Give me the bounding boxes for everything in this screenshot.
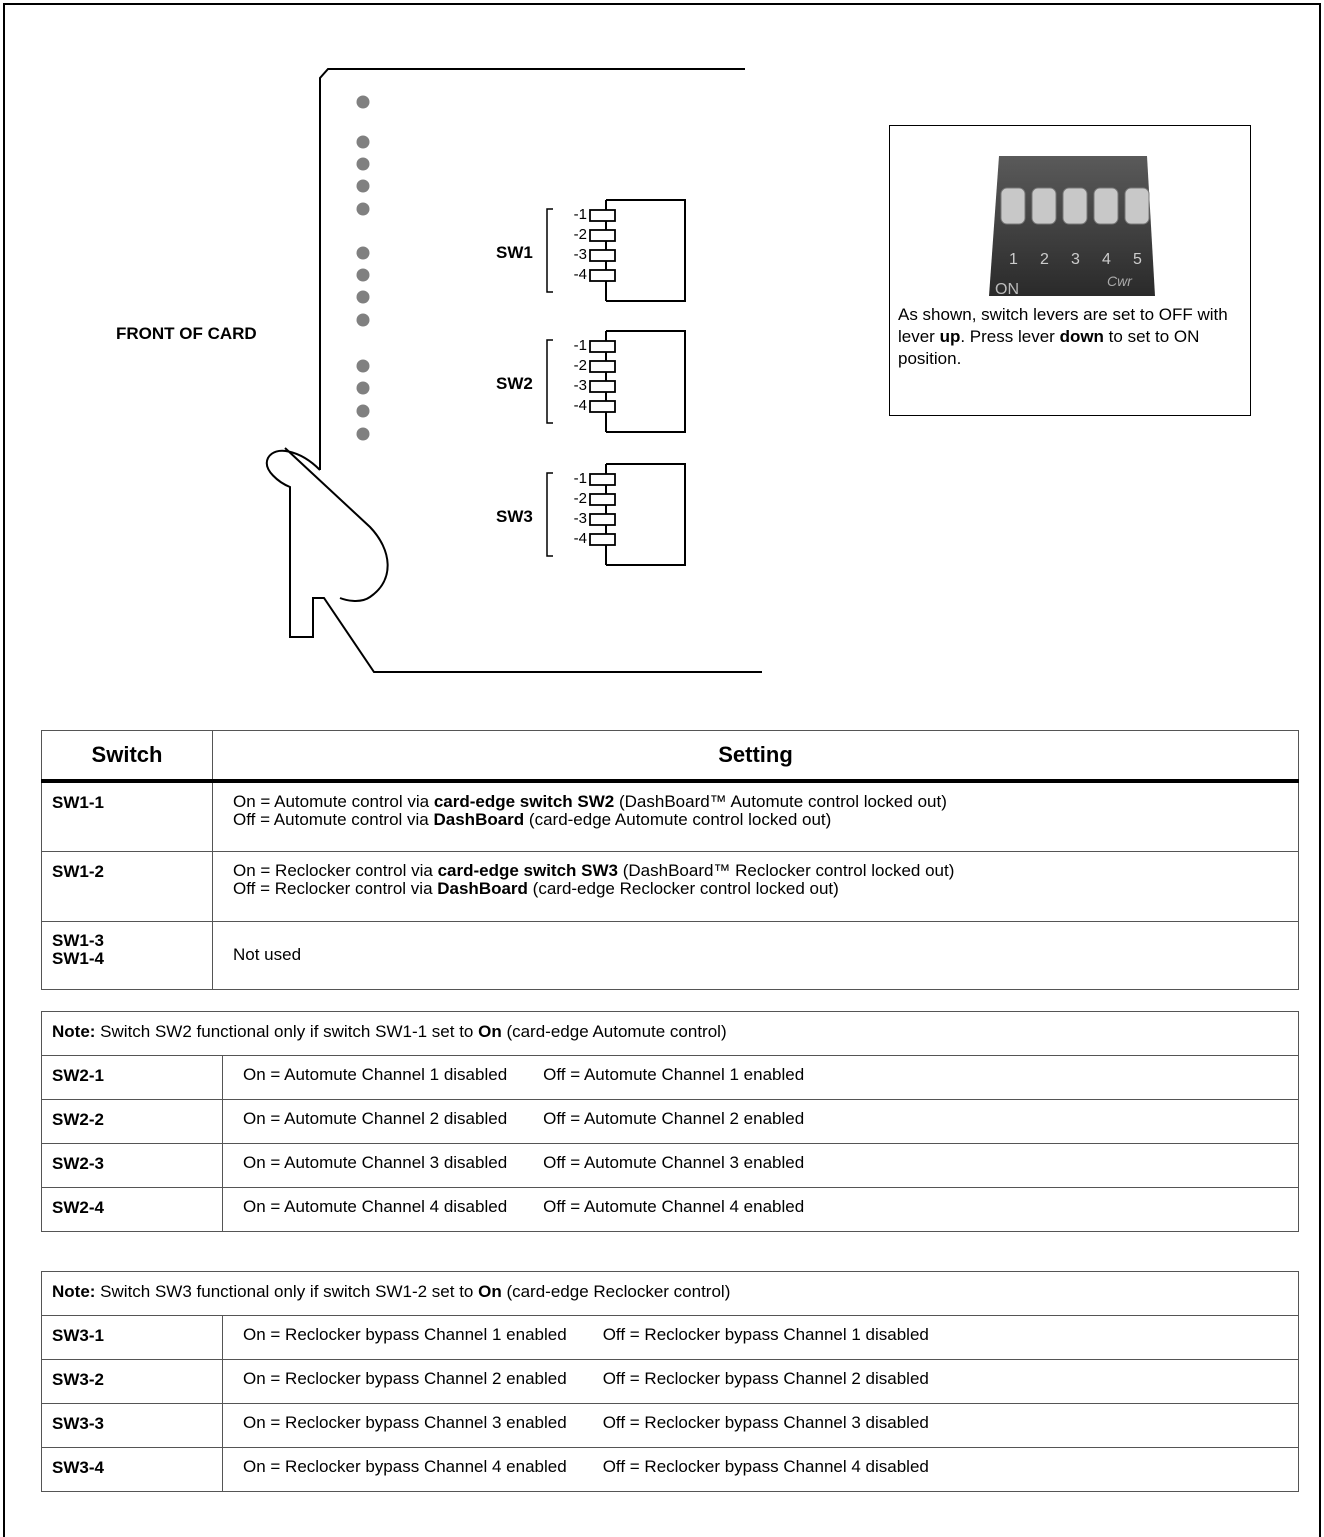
led: [356, 290, 370, 304]
note-row: Note: Switch SW2 functional only if swit…: [41, 1011, 1299, 1056]
switch-lever: [589, 400, 616, 413]
led: [356, 359, 370, 373]
switch-position-label: -3: [573, 510, 587, 527]
led: [356, 95, 370, 109]
table-row: SW3-3 On = Reclocker bypass Channel 3 en…: [41, 1403, 1299, 1448]
dip-brand-text: Cwr: [1107, 273, 1133, 289]
switch-lever: [589, 473, 616, 486]
switch-position-label: -2: [573, 357, 587, 374]
switch-name-label: SW1: [496, 243, 533, 262]
sw1-settings-table: Switch Setting SW1-1 On = Automute contr…: [41, 730, 1299, 990]
switch-position-label: -4: [573, 397, 587, 414]
switch-bracket: [546, 339, 553, 424]
led: [356, 246, 370, 260]
switch-lever: [589, 493, 616, 506]
card-ejector: [265, 449, 762, 673]
switch-position-label: -1: [573, 337, 587, 354]
page-frame: [3, 3, 1321, 1537]
dip-number: 1: [1009, 251, 1018, 268]
led: [356, 381, 370, 395]
led: [356, 404, 370, 418]
led: [356, 427, 370, 441]
switch-position-label: -3: [573, 377, 587, 394]
header-switch: Switch: [41, 730, 213, 783]
switch-lever: [589, 380, 616, 393]
switch-lever: [589, 269, 616, 282]
switch-bracket: [546, 472, 553, 557]
dip-switch-caption: As shown, switch levers are set to OFF w…: [898, 305, 1228, 368]
switch-lever: [589, 209, 616, 222]
dip-lever: [1000, 187, 1026, 225]
led-column: [356, 95, 370, 441]
led: [356, 179, 370, 193]
led: [356, 313, 370, 327]
table-row: SW1-2 On = Reclocker control via card-ed…: [41, 850, 1299, 922]
switch-enclosure: [606, 199, 686, 302]
switch-position-label: -2: [573, 226, 587, 243]
switch-name-label: SW3: [496, 507, 533, 526]
note-row: Note: Switch SW3 functional only if swit…: [41, 1271, 1299, 1316]
switch-lever: [589, 360, 616, 373]
led: [356, 202, 370, 216]
card-diagram: [265, 68, 762, 673]
switch-enclosure: [606, 463, 686, 566]
switch-position-label: -3: [573, 246, 587, 263]
led: [356, 157, 370, 171]
sw2-settings-table: Note: Switch SW2 functional only if swit…: [41, 1011, 1299, 1232]
dip-number: 5: [1133, 251, 1142, 268]
dip-switch-info-box: 1 2 3 4 5 ON Cwr As shown, switch levers are…: [889, 125, 1251, 416]
front-of-card-label: FRONT OF CARD: [116, 324, 257, 343]
table-row: SW3-1 On = Reclocker bypass Channel 1 en…: [41, 1315, 1299, 1360]
table-row: SW3-4 On = Reclocker bypass Channel 4 en…: [41, 1447, 1299, 1492]
dip-lever: [1031, 187, 1057, 225]
dip-number: 3: [1071, 251, 1080, 268]
dip-lever: [1093, 187, 1119, 225]
card-ejector-lever: [284, 447, 389, 602]
switch-lever: [589, 249, 616, 262]
switch-enclosure: [606, 330, 686, 433]
switch-position-label: -4: [573, 530, 587, 547]
dip-switch-photo: 1 2 3 4 5 ON Cwr: [989, 156, 1155, 296]
sw3-settings-table: Note: Switch SW3 functional only if swit…: [41, 1271, 1299, 1492]
dip-number: 4: [1102, 251, 1111, 268]
led: [356, 268, 370, 282]
switch-lever: [589, 533, 616, 546]
switch-bracket: [546, 208, 553, 293]
dip-lever: [1124, 187, 1150, 225]
dip-on-text: ON: [995, 281, 1019, 296]
switch-position-label: -1: [573, 206, 587, 223]
switch-name-label: SW2: [496, 374, 533, 393]
dip-number: 2: [1040, 251, 1049, 268]
header-setting: Setting: [212, 730, 1299, 783]
switch-position-label: -4: [573, 266, 587, 283]
switch-lever: [589, 340, 616, 353]
led: [356, 135, 370, 149]
dip-lever: [1062, 187, 1088, 225]
card-outline-top: [319, 68, 745, 470]
switch-lever: [589, 229, 616, 242]
table-row: SW3-2 On = Reclocker bypass Channel 2 en…: [41, 1359, 1299, 1404]
table-row: SW1-1 On = Automute control via card-edg…: [41, 780, 1299, 852]
switch-position-label: -2: [573, 490, 587, 507]
switch-lever: [589, 513, 616, 526]
switch-position-label: -1: [573, 470, 587, 487]
